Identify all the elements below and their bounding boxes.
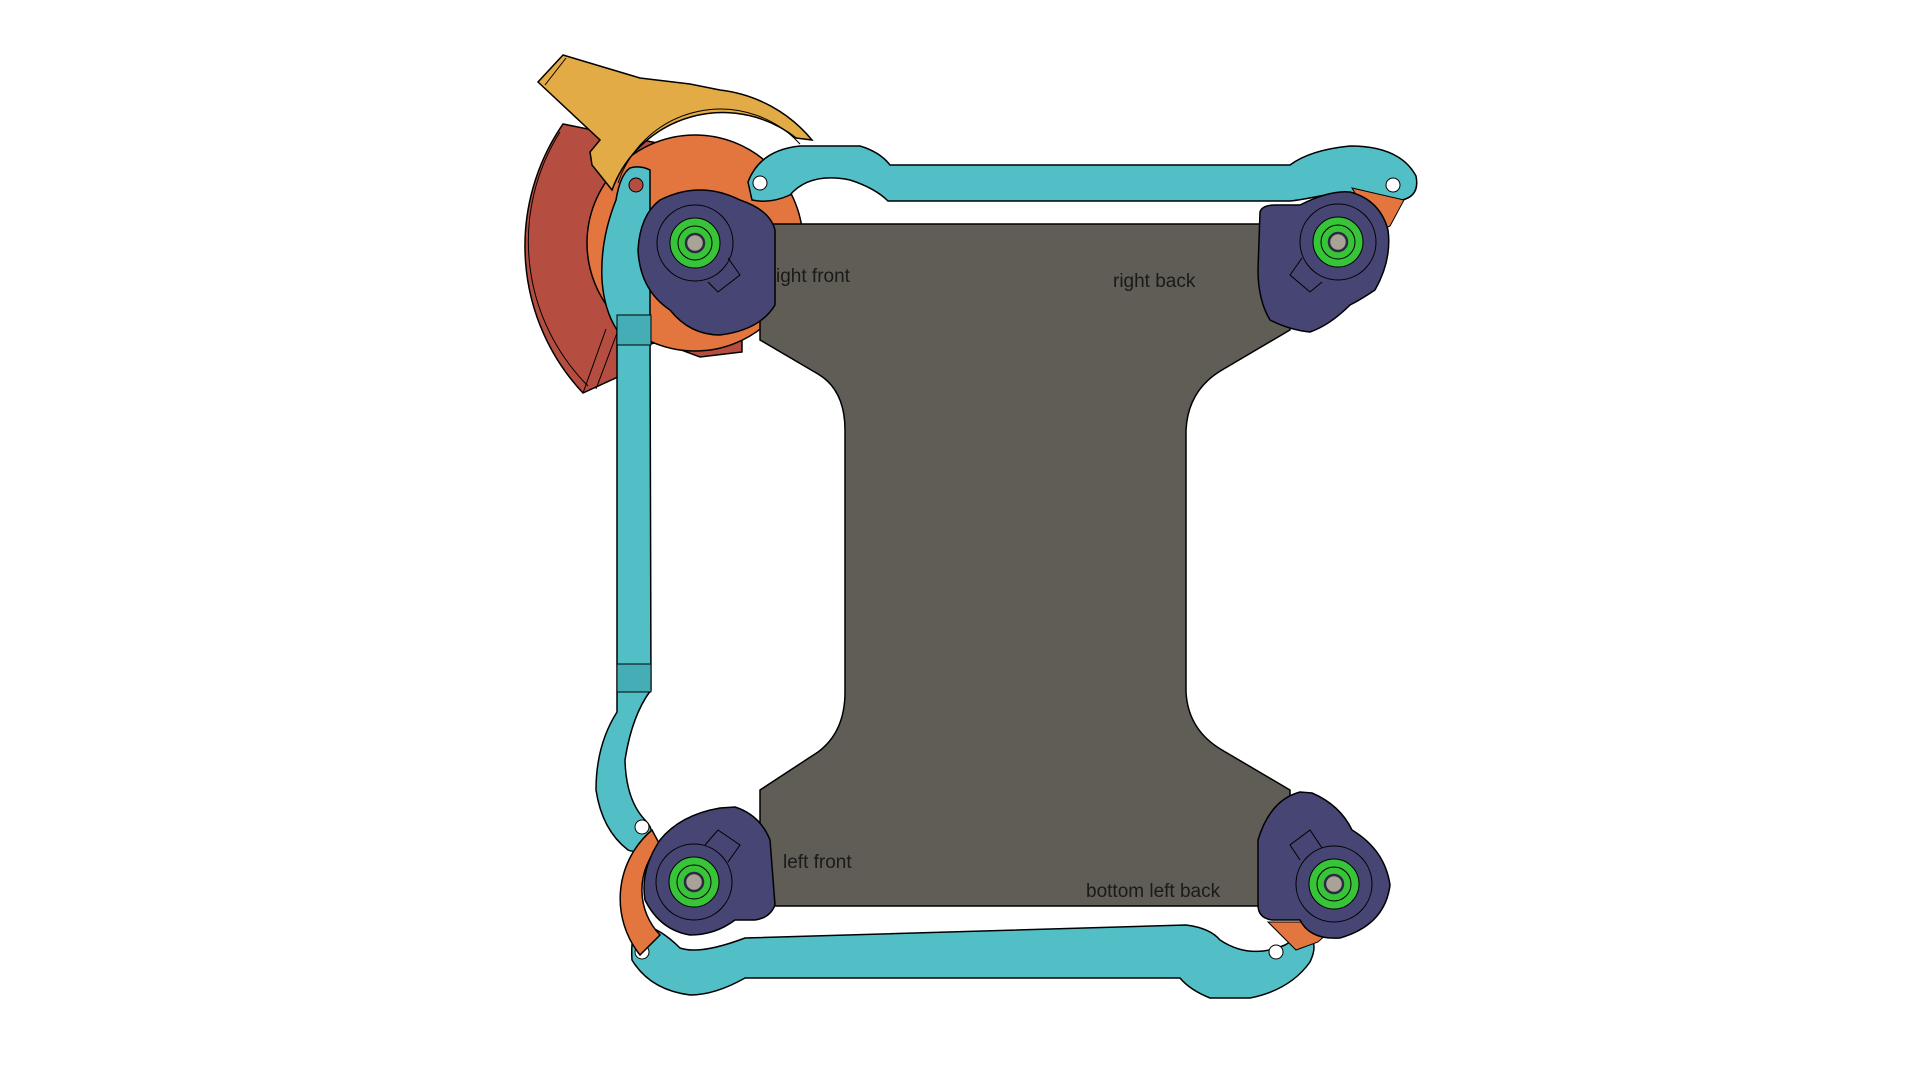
link-band-lower: [616, 663, 652, 693]
label-bottom-left-back: bottom left back: [1086, 881, 1221, 902]
base-plate: [759, 223, 1291, 907]
link-band-upper: [616, 314, 652, 346]
shaft: [1323, 873, 1345, 895]
left-link: [595, 166, 653, 852]
hub-left-back: [1257, 791, 1391, 939]
bottom-link: [630, 924, 1315, 999]
label-right-front: ight front: [776, 266, 851, 287]
top-link: [747, 145, 1418, 202]
lower-left-orange-disc: [619, 828, 662, 957]
yellow-lever: [536, 54, 814, 192]
hub-right-back: [1257, 191, 1390, 333]
hub-right-front: [637, 189, 776, 336]
shaft: [683, 871, 705, 893]
label-left-front: left front: [783, 852, 852, 873]
shaft: [684, 232, 706, 254]
label-right-back: right back: [1113, 271, 1196, 292]
hub-left-front: [643, 806, 776, 936]
shaft: [1327, 231, 1349, 253]
